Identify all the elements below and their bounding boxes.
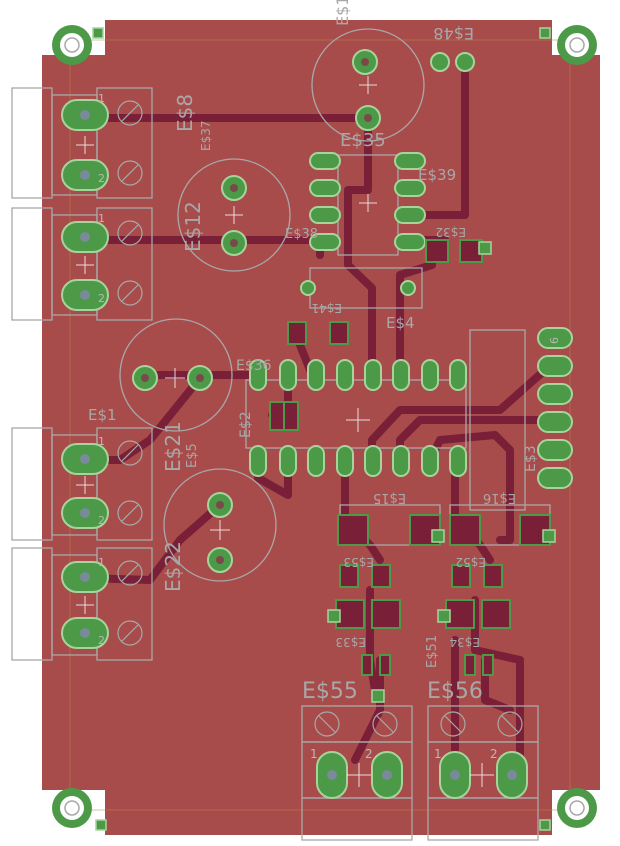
- label-es48: E$48: [433, 24, 474, 43]
- label-es36: E$36: [236, 358, 272, 374]
- label-es15: E$15: [373, 490, 406, 505]
- label-es35: E$35: [340, 130, 386, 151]
- label-es1-top: E$1: [333, 0, 352, 26]
- label-es32: E$32: [436, 225, 467, 239]
- origin-crosses: [76, 76, 494, 787]
- label-es34: E$34: [450, 635, 481, 649]
- label-es16: E$16: [483, 490, 516, 505]
- smd-pads: [269, 239, 551, 676]
- pin-label-1: 1: [98, 92, 105, 105]
- pin-label-2: 2: [98, 634, 105, 647]
- silkscreen: [11, 28, 551, 841]
- label-es8: E$8: [173, 94, 197, 132]
- pin-label-2: 2: [98, 292, 105, 305]
- header-pads: [537, 327, 573, 489]
- dip-pads-top: [309, 152, 426, 251]
- board-substrate: [42, 20, 600, 835]
- label-es51: E$51: [425, 635, 440, 668]
- mounting-holes: [52, 25, 597, 828]
- label-es2: E$2: [238, 411, 254, 438]
- pin-label-6: 6: [548, 337, 561, 344]
- label-es5: E$5: [185, 443, 200, 468]
- pin-label-2: 2: [98, 514, 105, 527]
- pin-label-2: 2: [490, 747, 498, 761]
- label-es53: E$53: [344, 555, 375, 569]
- label-es1-left: E$1: [88, 406, 117, 424]
- tht-pad-holes: [80, 110, 517, 780]
- pin-label-1: 1: [98, 556, 105, 569]
- label-es37: E$37: [199, 121, 213, 152]
- pin-label-1: 1: [98, 435, 105, 448]
- label-es22: E$22: [161, 541, 185, 592]
- pin-label-1: 1: [434, 747, 442, 761]
- round-pad-holes: [141, 58, 372, 564]
- pin-label-1: 1: [310, 747, 318, 761]
- pin-label-1: 1: [98, 212, 105, 225]
- label-es12: E$12: [181, 201, 205, 252]
- label-es4: E$4: [386, 314, 415, 332]
- label-es56: E$56: [427, 679, 483, 704]
- label-es38: E$38: [285, 227, 318, 242]
- dip-pads-main: [249, 359, 467, 477]
- label-es41: E$41: [312, 301, 343, 315]
- label-es21: E$21: [161, 421, 185, 472]
- label-es39: E$39: [418, 166, 456, 184]
- label-es3: E$3: [523, 445, 539, 472]
- pin-label-2: 2: [365, 747, 373, 761]
- label-es33: E$33: [336, 635, 367, 649]
- smd-square-vias: [92, 27, 556, 831]
- terminal-screws: [117, 100, 523, 737]
- label-es52: E$52: [456, 555, 487, 569]
- label-es55: E$55: [302, 679, 358, 704]
- pin-label-2: 2: [98, 172, 105, 185]
